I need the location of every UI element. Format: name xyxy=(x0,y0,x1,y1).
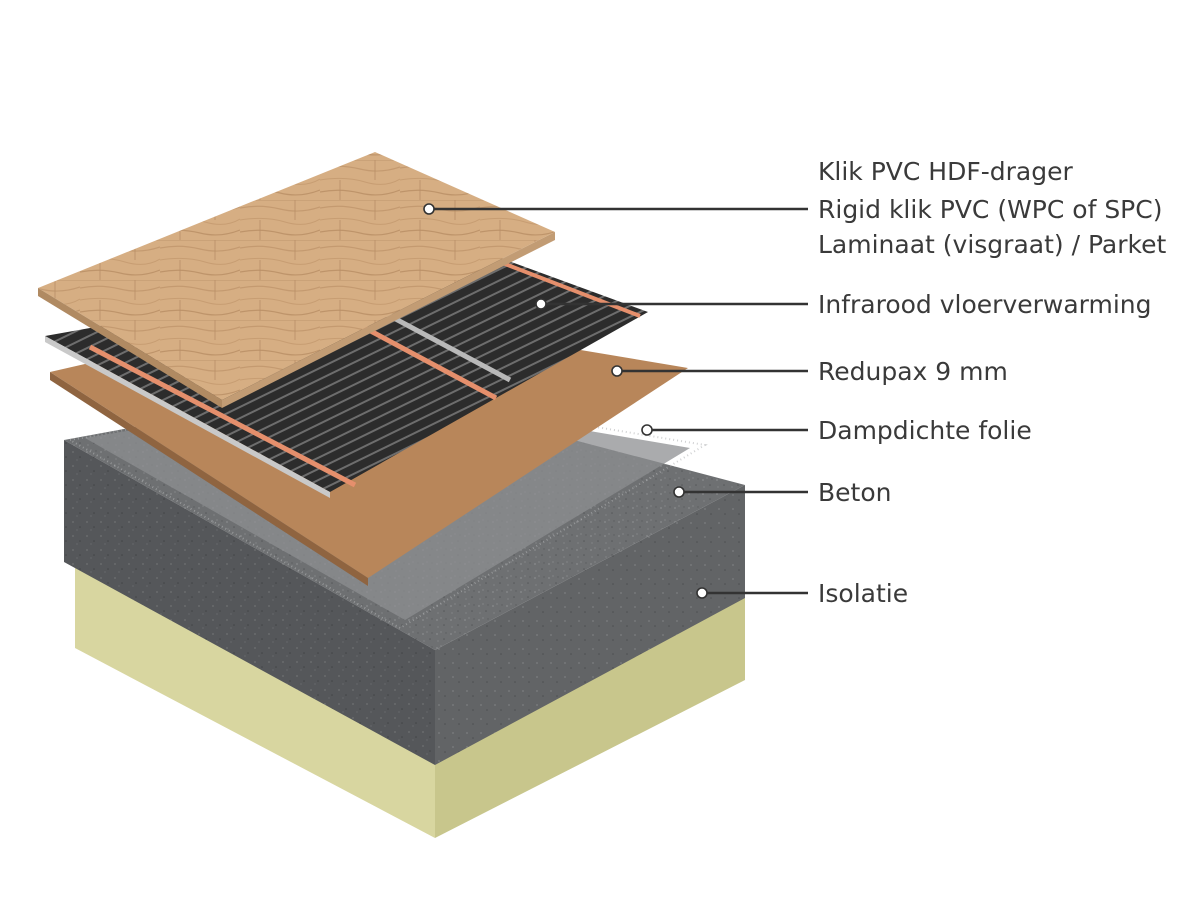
leader-lines xyxy=(423,203,808,599)
leader-dot-top-floor xyxy=(423,203,435,215)
label-top-floor-line-1: Klik PVC HDF-drager xyxy=(818,157,1073,186)
leader-dot-redupax xyxy=(611,365,623,377)
leader-dot-insulation xyxy=(696,587,708,599)
leader-dot-infrared xyxy=(535,298,547,310)
layer-labels: Klik PVC HDF-drager Rigid klik PVC (WPC … xyxy=(818,157,1166,608)
label-top-floor-line-3: Laminaat (visgraat) / Parket xyxy=(818,230,1166,259)
label-concrete: Beton xyxy=(818,478,891,507)
label-redupax: Redupax 9 mm xyxy=(818,357,1008,386)
label-vapor-foil: Dampdichte folie xyxy=(818,416,1032,445)
leader-dot-vapor-foil xyxy=(641,424,653,436)
wood-floor-layer xyxy=(38,152,555,408)
label-top-floor-line-2: Rigid klik PVC (WPC of SPC) xyxy=(818,195,1162,224)
label-insulation: Isolatie xyxy=(818,579,908,608)
label-infrared: Infrarood vloerverwarming xyxy=(818,290,1152,319)
leader-dot-concrete xyxy=(673,486,685,498)
